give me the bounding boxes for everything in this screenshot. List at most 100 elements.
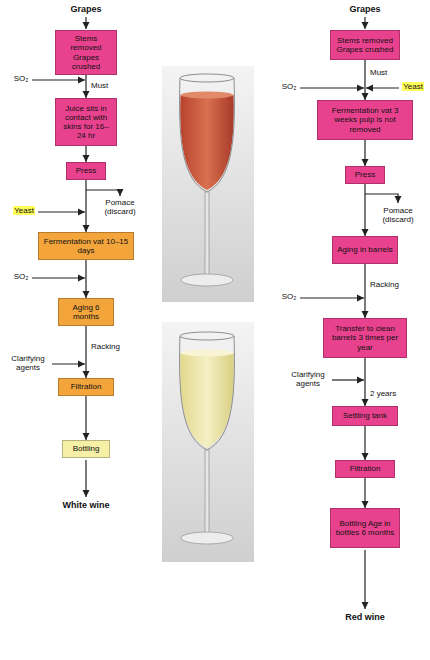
process-box: Stems removed Grapes crushed <box>55 30 117 75</box>
source-label: Grapes <box>335 4 395 14</box>
input-label: SO₂ <box>280 82 298 91</box>
process-box: Aging in barrels <box>332 236 398 264</box>
product-label: White wine <box>46 500 126 510</box>
wine-fill <box>180 95 234 190</box>
box-text: Press <box>355 170 375 179</box>
box-text: Fermentation vat 10–15 days <box>42 237 130 255</box>
output-label: Pomace (discard) <box>98 198 142 216</box>
input-label: SO₂ <box>280 292 298 301</box>
glass-foot <box>181 274 233 286</box>
process-box: Filtration <box>335 460 395 478</box>
process-box: Aging 6 months <box>58 298 114 326</box>
output-arrow <box>364 550 365 609</box>
glass-foot <box>181 532 233 544</box>
glass-bowl <box>180 336 235 450</box>
flow-arrow <box>364 358 365 406</box>
input-arrow <box>38 211 85 212</box>
process-box: Fermentation vat 10–15 days <box>38 232 134 260</box>
photo-ground <box>162 66 254 302</box>
edge-label: Must <box>90 81 109 90</box>
process-box: Settling tank <box>332 406 398 426</box>
box-text: Settling tank <box>343 411 387 420</box>
photo-ground <box>162 322 254 562</box>
flow-arrow <box>85 326 86 378</box>
input-label-text: Yeast <box>402 82 424 91</box>
box-text: Bottling <box>73 444 100 453</box>
wine-surface <box>181 350 234 357</box>
source-label-text: Grapes <box>70 4 101 14</box>
input-arrow <box>32 79 85 80</box>
box-text: Aging 6 months <box>62 303 110 321</box>
red-wine-glass <box>162 66 254 302</box>
input-arrow <box>85 17 86 29</box>
input-arrow <box>52 363 85 364</box>
process-box: Bottling <box>62 440 110 458</box>
product-label-text: Red wine <box>345 612 385 622</box>
box-text: Transfer to clean barrels 3 times per ye… <box>327 324 403 352</box>
process-box: Transfer to clean barrels 3 times per ye… <box>323 318 407 358</box>
input-label-text: SO₂ <box>282 82 297 91</box>
process-box: Fermentation vat 3 weeks pulp is not rem… <box>317 100 413 140</box>
flow-arrow <box>364 478 365 508</box>
process-box: Bottling Age in bottles 6 months <box>330 508 400 548</box>
white-wine-glass <box>162 322 254 562</box>
input-arrow <box>300 297 364 298</box>
source-label-text: Grapes <box>349 4 380 14</box>
input-label-text: SO₂ <box>282 292 297 301</box>
wine-fill <box>180 353 234 448</box>
flow-arrow <box>85 180 86 232</box>
box-text: Filtration <box>350 464 381 473</box>
box-text: Stems removed Grapes crushed <box>59 34 113 71</box>
process-box: Juice sits in contact with skins for 16–… <box>55 98 117 146</box>
input-label: Yeast <box>401 82 425 91</box>
flow-arrow <box>364 140 365 166</box>
input-label: Yeast <box>12 206 36 215</box>
flow-arrow <box>364 184 365 236</box>
product-label: Red wine <box>325 612 405 622</box>
input-label-text: Clarifying agents <box>11 354 44 372</box>
edge-label: Must <box>369 68 388 77</box>
process-box: Press <box>345 166 385 184</box>
input-label-text: SO₂ <box>14 74 29 83</box>
output-label-text: Pomace (discard) <box>104 198 135 216</box>
source-label: Grapes <box>56 4 116 14</box>
glass-bowl <box>180 78 235 192</box>
process-box: Stems removed Grapes crushed <box>330 30 400 60</box>
input-arrow <box>32 277 85 278</box>
box-text: Stems removed Grapes crushed <box>334 36 396 54</box>
box-text: Press <box>76 166 96 175</box>
input-arrow <box>300 87 364 88</box>
edge-label: Racking <box>90 342 121 351</box>
input-label-text: Clarifying agents <box>291 370 324 388</box>
output-arrow <box>86 190 120 196</box>
input-label: SO₂ <box>12 74 30 83</box>
input-arrow <box>364 17 365 29</box>
flow-arrow <box>85 75 86 98</box>
input-arrow <box>332 379 364 380</box>
output-label: Pomace (discard) <box>376 206 420 224</box>
flow-arrow <box>85 260 86 298</box>
box-text: Aging in barrels <box>337 245 393 254</box>
box-text: Filtration <box>71 382 102 391</box>
product-label-text: White wine <box>63 500 110 510</box>
flow-arrow <box>85 146 86 162</box>
box-text: Bottling Age in bottles 6 months <box>334 519 396 537</box>
edge-label: Racking <box>369 280 400 289</box>
glass-stem <box>205 192 209 276</box>
process-box: Filtration <box>58 378 114 396</box>
input-arrow <box>366 87 399 88</box>
input-label-text: SO₂ <box>14 272 29 281</box>
output-arrow <box>365 194 398 203</box>
box-text: Fermentation vat 3 weeks pulp is not rem… <box>321 106 409 134</box>
flow-arrow <box>85 396 86 440</box>
output-arrow <box>85 460 86 497</box>
box-text: Juice sits in contact with skins for 16–… <box>59 104 113 141</box>
input-label: Clarifying agents <box>286 370 330 388</box>
input-label: SO₂ <box>12 272 30 281</box>
wine-surface <box>181 92 234 99</box>
glass-stem <box>205 450 209 534</box>
flow-arrow <box>364 264 365 318</box>
flow-arrow <box>364 426 365 460</box>
input-label-text: Yeast <box>13 206 35 215</box>
glass-rim <box>180 74 234 82</box>
